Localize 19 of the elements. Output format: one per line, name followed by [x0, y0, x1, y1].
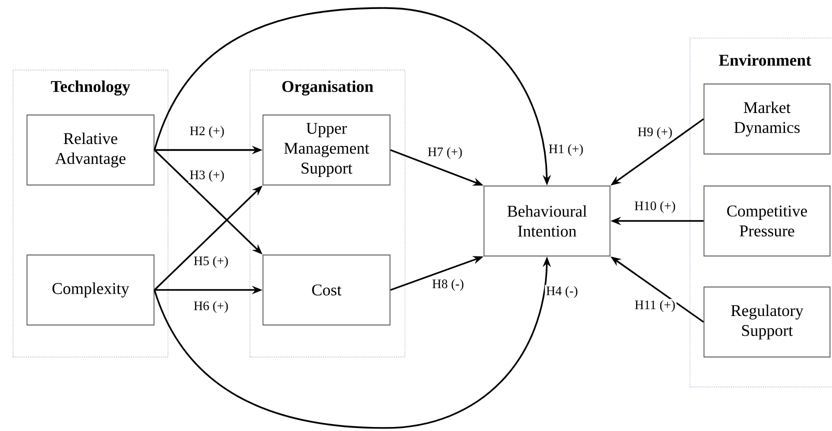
factor-box: Competitive Pressure	[704, 186, 830, 256]
edge-label: H1 (+)	[547, 142, 585, 157]
edge-label: H3 (+)	[188, 168, 226, 183]
edge-label: H6 (+)	[192, 300, 230, 314]
edge-label: H8 (-)	[430, 278, 466, 292]
factor-box: Complexity	[26, 254, 154, 326]
factor-box: Behavioural Intention	[484, 186, 610, 256]
factor-box: Upper Management Support	[262, 114, 390, 186]
factor-box: Cost	[262, 254, 390, 326]
edge-label: H11 (+)	[633, 298, 677, 313]
edge-label: H2 (+)	[188, 124, 226, 139]
edge-label: H10 (+)	[633, 200, 677, 214]
edge-label: H9 (+)	[636, 126, 674, 140]
factor-box: Relative Advantage	[26, 114, 154, 186]
edge-label: H5 (+)	[192, 254, 230, 269]
factor-box: Market Dynamics	[704, 84, 830, 154]
edge-label: H4 (-)	[544, 284, 580, 299]
factor-box: Regulatory Support	[704, 286, 830, 358]
edge-label: H7 (+)	[426, 146, 464, 160]
